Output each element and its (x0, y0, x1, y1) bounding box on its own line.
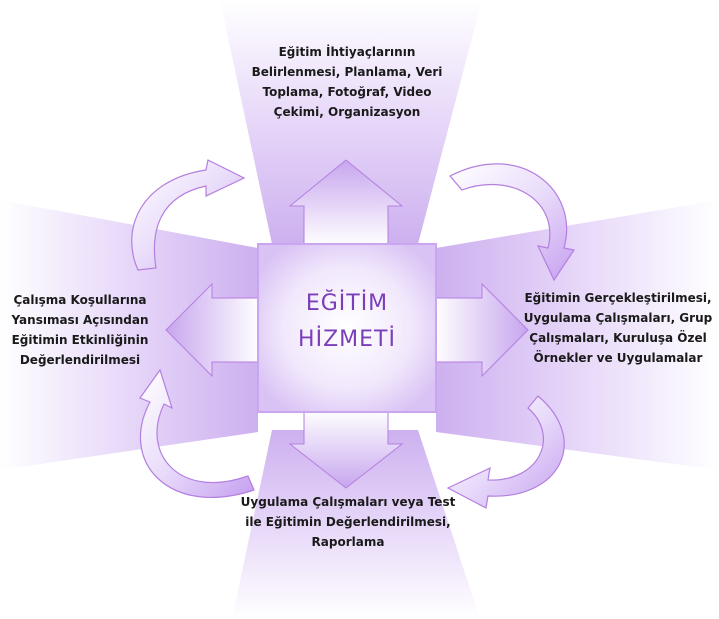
left-label-line: Yansıması Açısından (11, 313, 149, 327)
top-label: Eğitim İhtiyaçlarının Belirlenmesi, Plan… (242, 42, 452, 122)
right-label-line: Çalışmaları, Kuruluşa Özel (529, 331, 707, 345)
top-label-line: Toplama, Fotoğraf, Video (262, 85, 432, 99)
arrow-right (433, 282, 529, 378)
beam-left (0, 200, 258, 470)
bottom-label-line: Raporlama (311, 535, 385, 549)
right-label-line: Örnekler ve Uygulamalar (533, 351, 703, 365)
left-label-line: Değerlendirilmesi (19, 353, 141, 367)
bottom-label-line: ile Eğitimin Değerlendirilmesi, (245, 515, 451, 529)
right-label-line: Eğitimin Gerçekleştirilmesi, (524, 291, 712, 305)
right-label-line: Uygulama Çalışmaları, Grup (523, 311, 713, 325)
left-label-line: Çalışma Koşullarına (13, 293, 147, 307)
curved-arrow-bottom-left (139, 368, 255, 499)
bottom-label: Uygulama Çalışmaları veya Test ile Eğiti… (236, 492, 460, 552)
beam-right (436, 200, 719, 470)
right-label: Eğitimin Gerçekleştirilmesi, Uygulama Ça… (520, 288, 716, 368)
beam-bottom (232, 430, 480, 619)
center-title-line: HİZMETİ (298, 327, 396, 352)
top-label-line: Eğitim İhtiyaçlarının (278, 45, 416, 59)
curved-arrow-top-left (131, 159, 246, 271)
arrow-left (165, 282, 261, 378)
bottom-label-line: Uygulama Çalışmaları veya Test (240, 495, 456, 509)
left-label-line: Eğitimin Etkinliğinin (11, 333, 149, 347)
top-label-line: Belirlenmesi, Planlama, Veri (251, 65, 443, 79)
curved-arrow-bottom-right (446, 395, 565, 509)
center-title-line: EĞİTİM (305, 291, 389, 316)
center-box (257, 243, 437, 413)
top-label-line: Çekimi, Organizasyon (273, 105, 421, 119)
curved-arrow-top-right (449, 163, 575, 282)
left-label: Çalışma Koşullarına Yansıması Açısından … (2, 290, 158, 370)
arrow-up (288, 159, 404, 247)
beam-top (220, 0, 482, 244)
center-title: EĞİTİM HİZMETİ (258, 286, 436, 358)
arrow-down (288, 409, 404, 489)
